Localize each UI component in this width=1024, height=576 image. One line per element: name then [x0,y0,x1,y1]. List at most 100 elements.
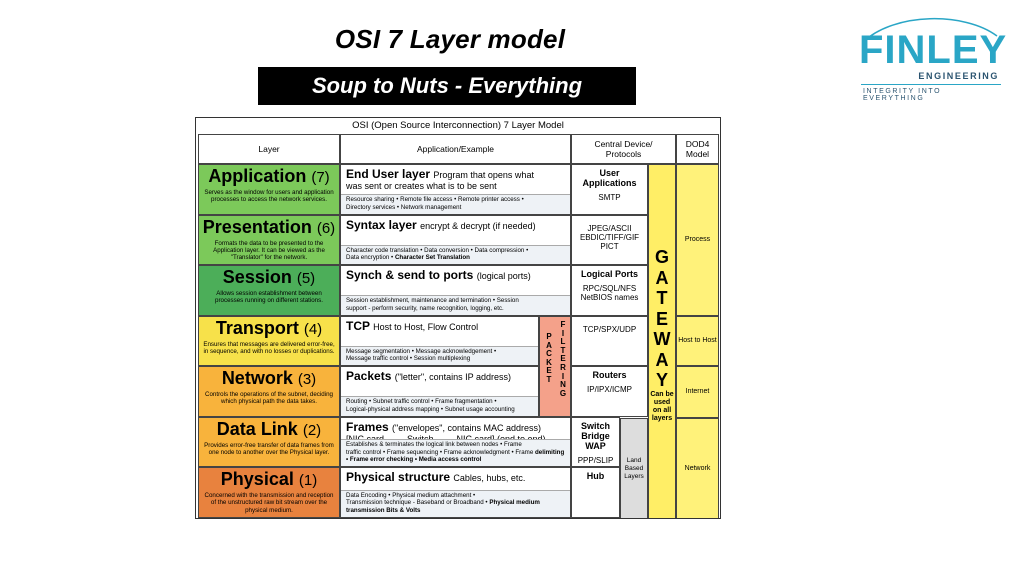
layer-description: Concerned with the transmission and rece… [204,492,334,514]
layer-number: (3) [297,371,317,388]
logo-subtitle: ENGINEERING [918,71,999,81]
protocol-list [572,481,619,486]
layer-presentation: Presentation (6)Formats the data to be p… [198,214,340,265]
application-cell: Physical structure Cables, hubs, etc. Dat… [340,467,571,518]
header-layer: Layer [198,134,340,164]
layer-name: Network (3) [221,368,317,388]
device-name: Switch Bridge WAP [580,420,610,451]
application-cell: Syntax layer encrypt & decrypt (if neede… [340,214,571,265]
application-heading: Physical structure Cables, hubs, etc. [346,470,526,484]
layer-transport: Transport (4) Ensures that messages are d… [198,315,340,366]
device-protocol-cell: Hub [571,467,620,518]
gateway-letter: E [655,308,668,329]
layer-number: (4) [303,320,323,338]
application-details: Character code translation • Data conver… [341,244,570,264]
logo-divider [861,84,1001,85]
application-details: Routing • Subnet traffic control • Frame… [341,396,538,416]
layer-number: (6) [316,219,336,237]
dod-process: Process [676,164,719,316]
application-details: Session establishment, maintenance and t… [341,295,570,315]
application-heading: Syntax layer encrypt & decrypt (if neede… [346,217,536,232]
dod-host-to-host: Host to Host [676,316,719,366]
slide-title: OSI 7 Layer model [334,24,566,54]
application-subheading: was sent or creates what is to be sent [346,181,497,191]
application-details: Resource sharing • Remote file access • … [341,194,570,214]
gateway-letter: T [656,288,668,308]
device-protocol-cell: TCP/SPX/UDP [571,315,648,366]
logo-arc-icon [862,17,998,43]
header-application: Application/Example [340,134,571,164]
layer-description: Provides error-free transfer of data fra… [204,441,334,456]
gateway-letter: A [655,349,669,370]
device-protocol-cell: Switch Bridge WAP PPP/SLIP [571,416,620,467]
device-name: Routers [592,370,627,380]
finley-logo: FINLEY ENGINEERING INTEGRITY INTO EVERYT… [855,16,1008,102]
layer-application: Application (7) Serves as the window for … [198,164,340,215]
subtitle-banner: Soup to Nuts - Everything [258,67,636,105]
device-name: Logical Ports [580,269,638,279]
layer-name: Session (5) [222,267,316,287]
device-name: User Applications [582,168,637,188]
gateway-letter: W [653,329,671,349]
protocol-list: TCP/SPX/UDP [582,324,637,334]
layer-name: Presentation (6) [202,216,336,237]
application-details: Data Encoding • Physical medium attachme… [341,489,570,517]
device-protocol-cell: JPEG/ASCII EBDIC/TIFF/GIF PICT [571,214,648,265]
dod-internet: Internet [676,366,719,418]
layer-name: Data Link (2) [216,418,322,439]
layer-description: Serves as the window for users and appli… [204,189,334,204]
table-title: OSI (Open Source Interconnection) 7 Laye… [352,120,564,131]
logo-tagline: INTEGRITY INTO EVERYTHING [863,88,942,102]
protocol-list: RPC/SQL/NFS NetBIOS names [580,284,639,302]
application-subheading: [NIC card —— Switch —— NIC card] (end to… [341,434,570,444]
layer-physical: Physical (1) Concerned with the transmiss… [198,467,340,518]
layer-session: Session (5) Allows session establishment … [198,265,340,316]
application-details: Establishes & terminates the logical lin… [341,439,570,466]
layer-number: (7) [311,169,330,186]
protocol-list: JPEG/ASCII EBDIC/TIFF/GIF PICT [579,223,640,251]
gateway-letter: Y [655,370,668,390]
layer-description: Controls the operations of the subnet, d… [205,391,333,406]
protocol-list: PPP/SLIP [577,455,614,465]
gateway-letter: G [654,247,669,267]
application-heading: Synch & send to ports (logical ports) [346,268,531,282]
protocol-list: IP/IPX/ICMP [587,385,632,394]
layer-name: Physical (1) [220,469,318,489]
logo-wordmark: FINLEY [859,28,1008,72]
application-heading: Packets ("letter", contains IP address) [346,369,511,383]
layer-name: Transport (4) [215,317,323,338]
layer-data-link: Data Link (2) Provides error-free transfe… [198,416,340,467]
device-name: Hub [586,471,605,481]
application-cell: Frames ("envelopes", contains MAC addres… [340,416,571,467]
application-heading: Frames ("envelopes", contains MAC addres… [346,419,542,434]
layer-network: Network (3) Controls the operations of th… [198,366,340,417]
header-device: Central Device/Protocols [571,134,676,164]
layer-description: Allows session establishment between pro… [215,290,323,305]
application-details: Message segmentation • Message acknowled… [341,345,538,365]
application-heading: TCP Host to Host, Flow Control [346,318,479,333]
application-cell: Synch & send to ports (logical ports) Ses… [340,265,571,316]
layer-number: (1) [298,472,318,489]
layer-name: Application (7) [208,166,330,186]
layer-description: Ensures that messages are delivered erro… [203,340,335,355]
dod-network: Network [676,418,719,518]
layer-number: (2) [302,421,322,439]
osi-model-table: OSI (Open Source Interconnection) 7 Laye… [195,117,721,519]
application-heading: End User layer Program that opens what [346,167,534,181]
protocol-list: SMTP [598,193,621,202]
land-based-layers: Land Based Layers [620,418,648,518]
gateway-note: Can be used on all layers [650,390,674,422]
layer-number: (5) [296,270,316,287]
gateway-letter: A [655,267,669,288]
